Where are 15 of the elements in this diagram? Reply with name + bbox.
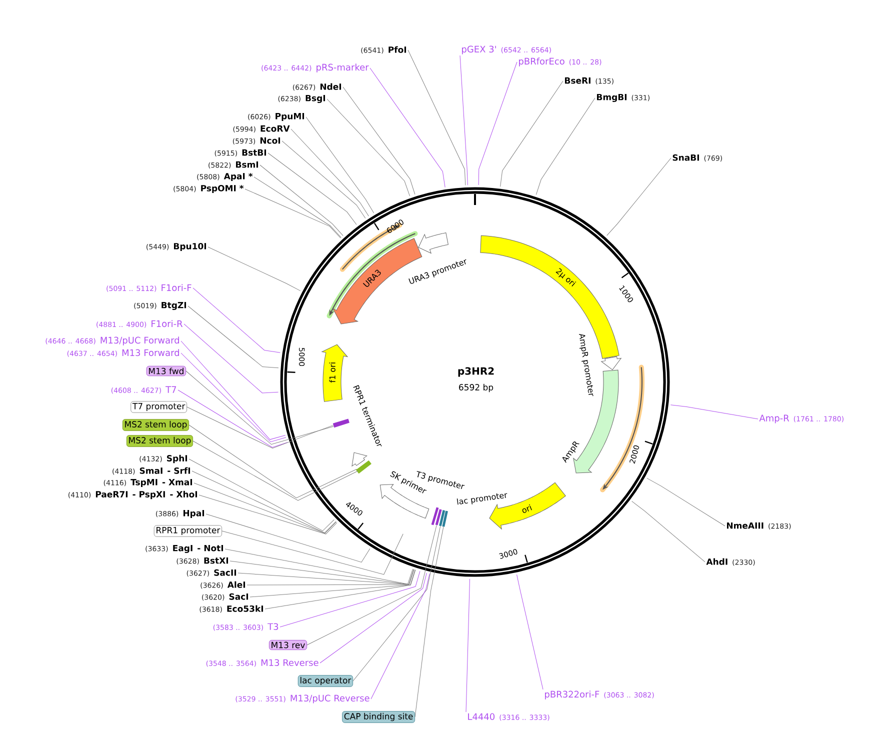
feature-label-box: CAP binding site [342, 711, 415, 723]
plasmid-size: 6592 bp [459, 384, 494, 392]
feature-mark [442, 510, 448, 527]
plasmid-name: p3HR2 [458, 367, 494, 377]
feature-label-box: RPR1 promoter [154, 525, 222, 537]
feature-segment: f1 ori [322, 344, 348, 402]
feature-label-box: M13 fwd [146, 366, 186, 376]
feature-mark [333, 420, 350, 428]
feature-label-box: lac operator [298, 675, 353, 687]
feature-label-box: M13 rev [268, 640, 307, 650]
feature-label-box: MS2 stem loop [122, 419, 189, 431]
feature-mark [439, 510, 446, 526]
feature-label-box: T7 promoter [130, 401, 187, 413]
feature-mark [435, 509, 442, 526]
feature-label-box: MS2 stem loop [126, 435, 193, 447]
